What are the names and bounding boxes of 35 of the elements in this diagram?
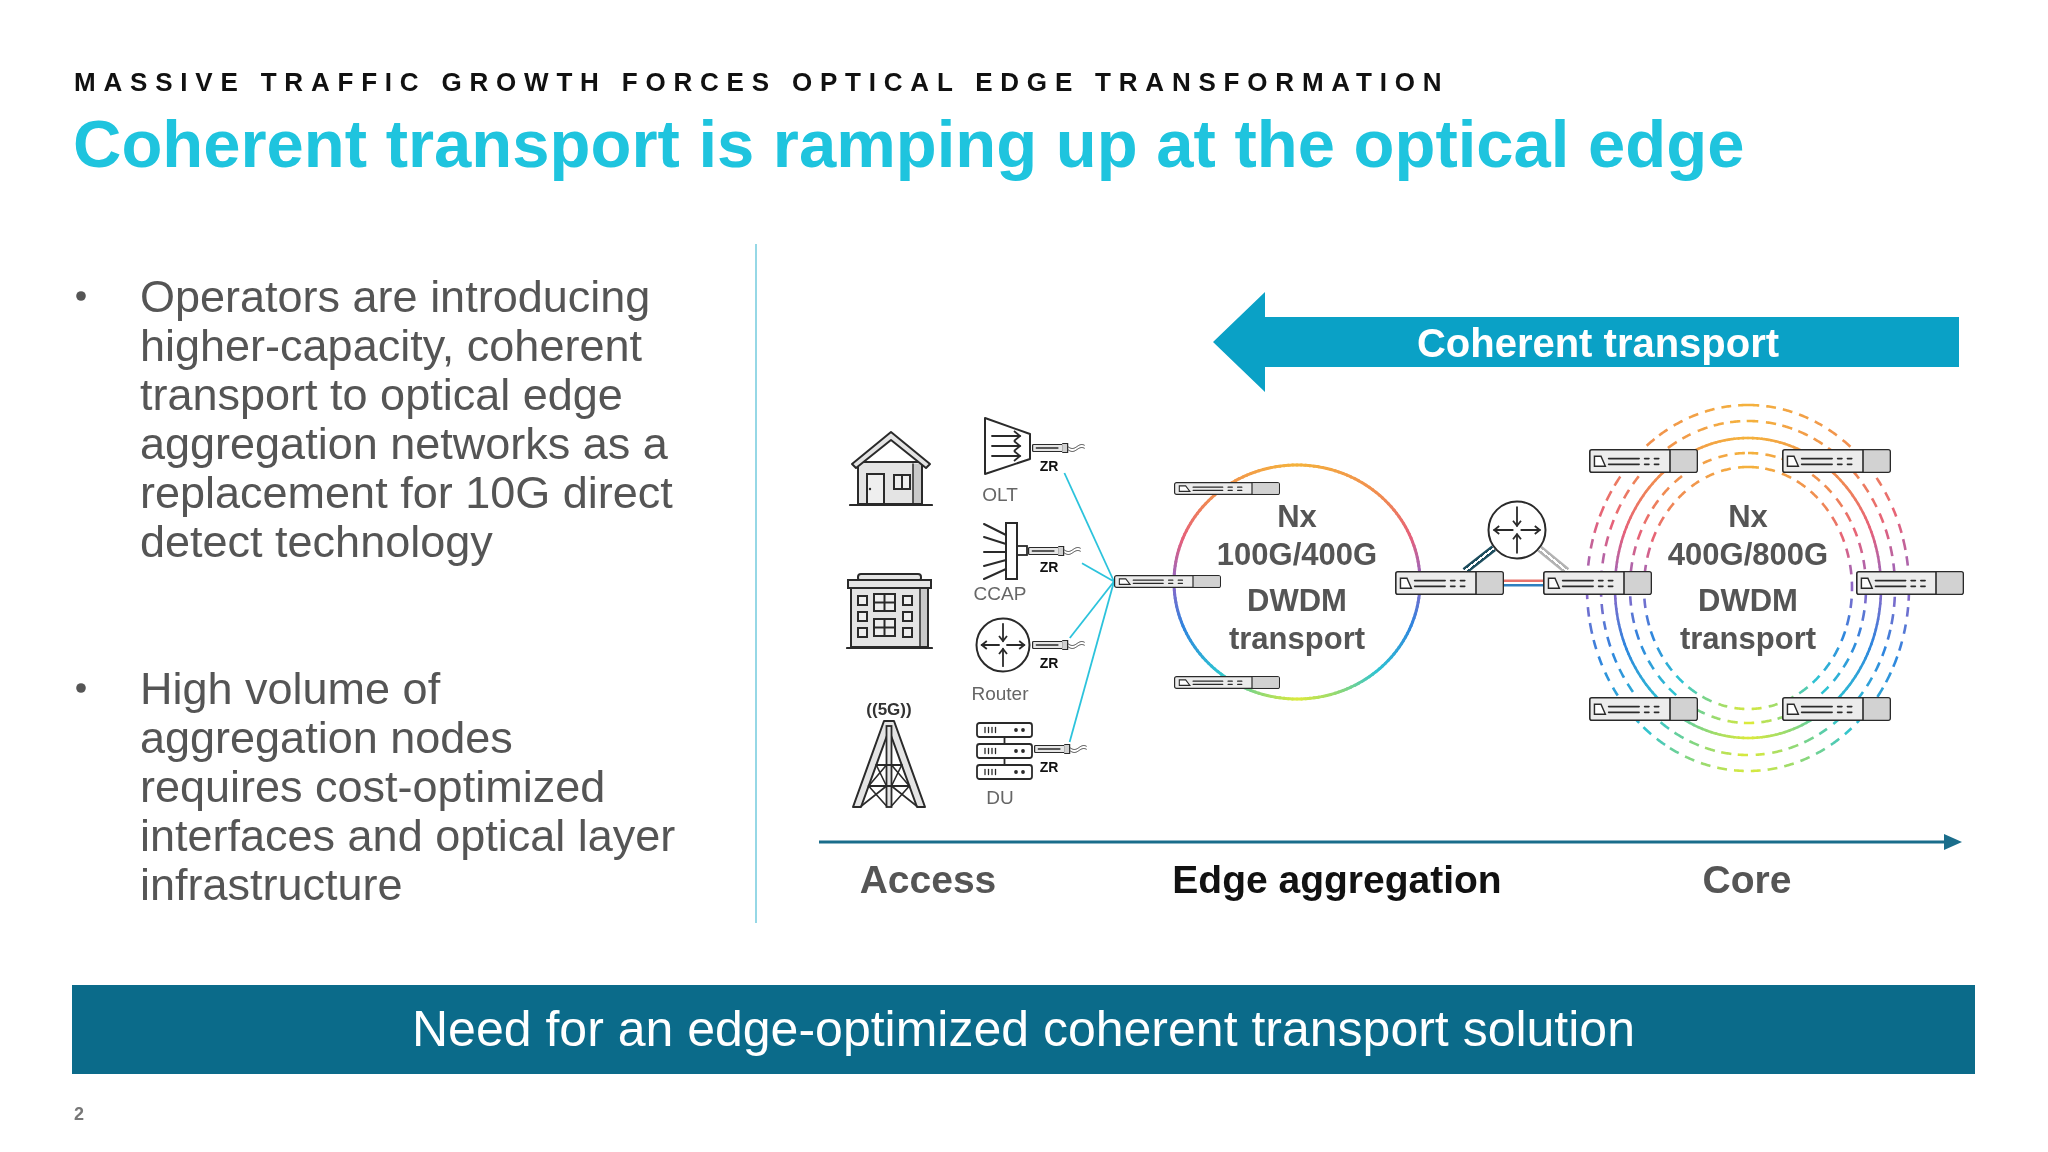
router-icon [1487,500,1547,560]
connector-line [1068,580,1115,743]
section-label: Edge aggregation [1172,858,1502,902]
module-label: ZR [1039,656,1059,670]
bullet-text: High volume of aggregation nodes requires cost-optimized interfaces and optical layer infrastructure [140,664,677,909]
banner-text: Need for an edge-optimized coherent transport solution [412,1002,1635,1057]
section-label: Core [1702,858,1792,902]
signal-label: ((5G)) [866,700,912,718]
module-label: ZR [1039,760,1059,774]
page-number: 2 [74,1104,84,1126]
network-device [1395,571,1504,595]
connector-line [1068,580,1115,639]
section-label: Access [859,858,997,902]
network-device [1856,571,1964,595]
title: Coherent transport is ramping up at the optical edge [73,105,1745,183]
connector-line [1081,562,1115,583]
device-label: OLT [982,484,1018,504]
connector-line [1063,472,1115,583]
device-label: Router [971,683,1029,703]
ring-label: Nx 400G/800G [1667,498,1829,574]
device-label: DU [986,787,1014,807]
device-label: CCAP [973,583,1027,603]
network-device [1114,575,1221,588]
ring-label: DWDM transport [1228,582,1366,658]
arrow-label: Coherent transport [1416,323,1780,363]
connector-line [1504,579,1543,587]
ring-label: Nx 100G/400G [1216,498,1378,574]
subtitle: MASSIVE TRAFFIC GROWTH FORCES OPTICAL EDGE TRANSFORMATION [74,69,1450,95]
network-device [1543,571,1652,595]
bullet-text: Operators are introducing higher-capacity, coherent transport to optical edge aggregation networks as a replacement for 10G direct detect technology [140,272,674,566]
module-label: ZR [1039,560,1059,574]
banner [72,985,1975,1074]
ring-label: DWDM transport [1679,582,1817,658]
block-arrow [1213,292,1959,392]
module-label: ZR [1039,459,1059,473]
